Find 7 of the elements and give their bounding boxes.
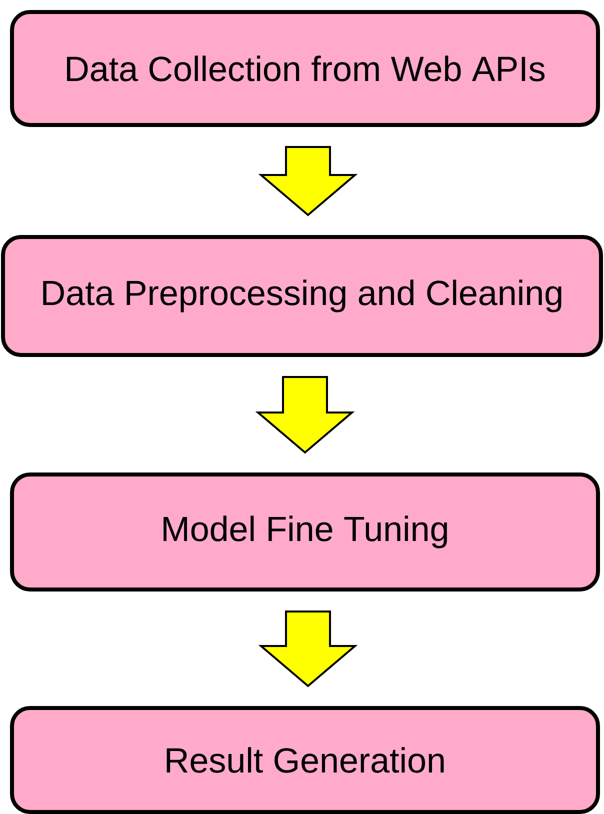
block-arrow bbox=[255, 376, 355, 454]
process-box: Data Preprocessing and Cleaning bbox=[1, 235, 603, 357]
process-box: Model Fine Tuning bbox=[10, 472, 600, 592]
process-box: Result Generation bbox=[10, 706, 600, 814]
block-arrow bbox=[258, 146, 358, 216]
block-arrow bbox=[258, 610, 358, 688]
process-box: Data Collection from Web APIs bbox=[10, 10, 600, 127]
